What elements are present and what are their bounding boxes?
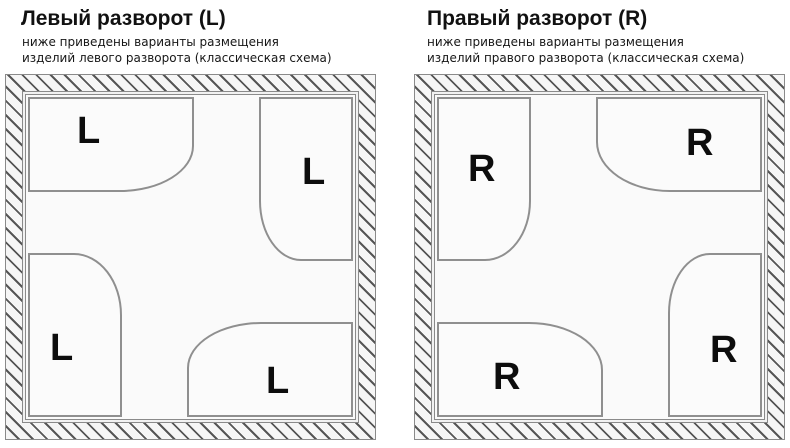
left-subtitle-line-2: изделий левого разворота (классическая с… bbox=[22, 51, 332, 65]
right-bathtub-bottom-left: R bbox=[437, 322, 603, 417]
right-subtitle-line-1: ниже приведены варианты размещения bbox=[427, 35, 684, 49]
left-bathtub-top-left: L bbox=[28, 97, 194, 192]
right-panel-title: Правый разворот (R) bbox=[427, 7, 648, 30]
right-bathtub-bottom-right-label: R bbox=[710, 329, 738, 371]
left-panel-subtitle: ниже приведены варианты размещения издел… bbox=[22, 34, 332, 66]
left-bathtub-top-right-label: L bbox=[302, 151, 326, 193]
right-subtitle-line-2: изделий правого разворота (классическая … bbox=[427, 51, 745, 65]
right-room-interior: R R R R bbox=[434, 94, 765, 420]
right-bathtub-top-left: R bbox=[437, 97, 531, 261]
right-bathtub-top-right-label: R bbox=[686, 122, 714, 164]
left-bathtub-bottom-left: L bbox=[28, 253, 122, 417]
left-bathtub-bottom-left-label: L bbox=[50, 327, 74, 369]
right-room-floor-plan: R R R R bbox=[414, 74, 785, 440]
left-subtitle-line-1: ниже приведены варианты размещения bbox=[22, 35, 279, 49]
left-bathtub-bottom-right-label: L bbox=[266, 360, 290, 402]
right-bathtub-bottom-right: R bbox=[668, 253, 762, 417]
right-bathtub-top-left-label: R bbox=[468, 148, 496, 190]
left-bathtub-top-right: L bbox=[259, 97, 353, 261]
left-panel-title: Левый разворот (L) bbox=[21, 7, 226, 30]
left-bathtub-top-left-label: L bbox=[77, 110, 101, 152]
left-bathtub-bottom-right: L bbox=[187, 322, 353, 417]
right-bathtub-top-right: R bbox=[596, 97, 762, 192]
right-panel-subtitle: ниже приведены варианты размещения издел… bbox=[427, 34, 744, 66]
right-bathtub-bottom-left-label: R bbox=[493, 356, 521, 398]
left-room-floor-plan: L L L L bbox=[5, 74, 376, 440]
left-room-interior: L L L L bbox=[25, 94, 356, 420]
